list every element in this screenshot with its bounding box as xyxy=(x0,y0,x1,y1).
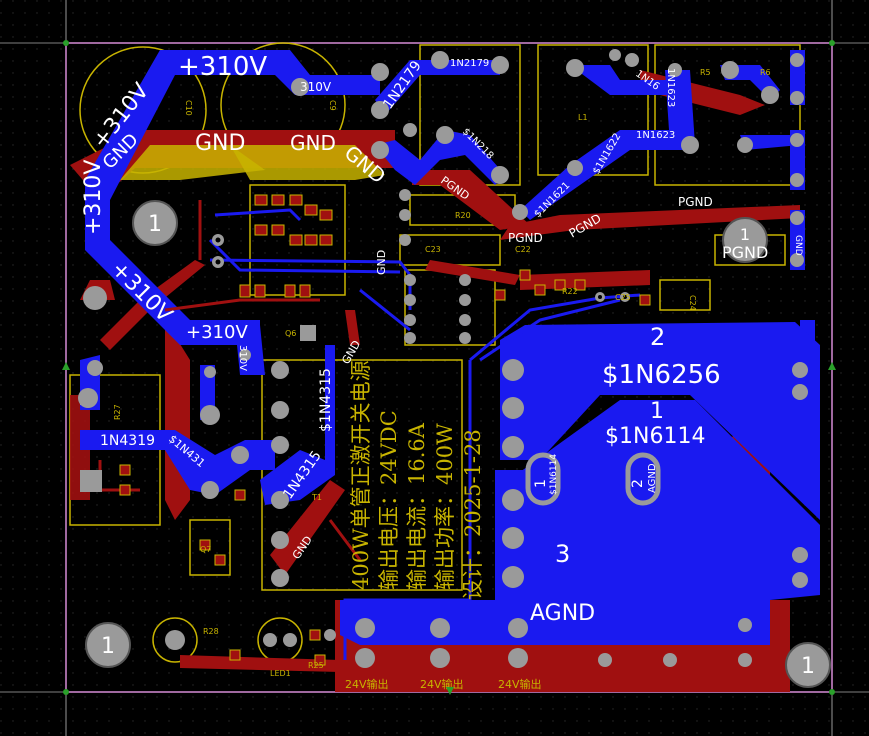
net-label: 1N4319 xyxy=(100,433,155,449)
oval-pads xyxy=(525,452,661,506)
net-label: 1N1623 xyxy=(636,130,675,141)
net-label: PGND xyxy=(508,231,543,245)
refdes: R27 xyxy=(113,404,122,420)
mount-hole-label: 1 xyxy=(740,225,750,244)
refdes: L1 xyxy=(578,113,588,122)
connector-label: 24V输出 xyxy=(420,677,464,691)
net-label: 1N1623 xyxy=(665,68,676,107)
net-label: GND xyxy=(290,131,336,155)
connector-label: 24V输出 xyxy=(345,677,389,691)
net-label: $1N6114 xyxy=(549,454,559,495)
connector-label: 24V输出 xyxy=(498,677,542,691)
net-label: GND xyxy=(195,131,245,156)
refdes: C24 xyxy=(688,295,697,311)
net-label: $1N6114 xyxy=(605,424,705,449)
net-label: 310V xyxy=(237,345,248,371)
net-label: $1N4315 xyxy=(318,368,334,432)
pin-number: 1 xyxy=(533,479,549,488)
refdes: R22 xyxy=(562,287,578,296)
mounting-hole-icon xyxy=(85,200,831,688)
mount-hole-label: 1 xyxy=(148,212,162,237)
net-label: +310V xyxy=(186,322,248,343)
silk-line: 400W单管正激开关电源 xyxy=(349,360,373,590)
connector-labels: 24V输出 24V输出 24V输出 xyxy=(345,677,542,691)
refdes: C23 xyxy=(425,245,441,254)
net-label: PGND xyxy=(678,195,713,209)
component-pads xyxy=(78,49,808,668)
bottom-traces xyxy=(208,208,641,660)
refdes: LED1 xyxy=(270,669,291,678)
pin-number: 2 xyxy=(630,479,646,488)
pin-number: 2 xyxy=(650,323,665,351)
vias xyxy=(212,234,630,302)
net-label: PGND xyxy=(722,243,768,262)
smd-pads xyxy=(119,194,651,666)
silk-line: 输出功率：400W xyxy=(433,423,457,590)
refdes: R20 xyxy=(455,211,471,220)
refdes: Q7 xyxy=(200,545,211,554)
outline-vertices xyxy=(63,40,835,695)
refdes: C25 xyxy=(615,293,631,302)
net-label: $1N6256 xyxy=(602,360,721,390)
mount-hole-label: 1 xyxy=(801,654,815,679)
refdes: Q6 xyxy=(285,329,296,338)
silk-line: 输出电压：24VDC xyxy=(377,410,401,590)
refdes: C10 xyxy=(184,100,193,116)
net-label: GND xyxy=(375,250,388,275)
net-label: AGND xyxy=(530,601,595,626)
pin-number: 1 xyxy=(650,399,664,424)
reference-designators: C10 C9 R20 C23 C22 C24 C25 R22 Q6 L1 R28… xyxy=(113,68,771,678)
net-label: 1N2179 xyxy=(450,58,489,69)
net-label: +310V xyxy=(81,160,106,235)
bottom-copper-layer xyxy=(80,50,820,645)
refdes: C9 xyxy=(328,100,337,111)
silk-line: 设计：2025-1-28 xyxy=(461,429,485,600)
refdes: R25 xyxy=(308,661,324,670)
refdes: R6 xyxy=(760,68,771,77)
refdes: T1 xyxy=(311,493,322,502)
refdes: R28 xyxy=(203,627,219,636)
mount-hole-label: 1 xyxy=(101,634,115,659)
net-label: 310V xyxy=(300,80,332,94)
silk-line: 输出电流：16.6A xyxy=(405,422,429,590)
pin-number: 3 xyxy=(555,540,570,568)
net-label: GND xyxy=(793,235,803,256)
refdes: R5 xyxy=(700,68,711,77)
origin-markers xyxy=(62,362,836,695)
silkscreen-description: 400W单管正激开关电源 输出电压：24VDC 输出电流：16.6A 输出功率：… xyxy=(349,360,485,600)
net-label: +310V xyxy=(178,52,267,82)
net-label: AGND xyxy=(647,463,658,493)
refdes: C22 xyxy=(515,245,531,254)
